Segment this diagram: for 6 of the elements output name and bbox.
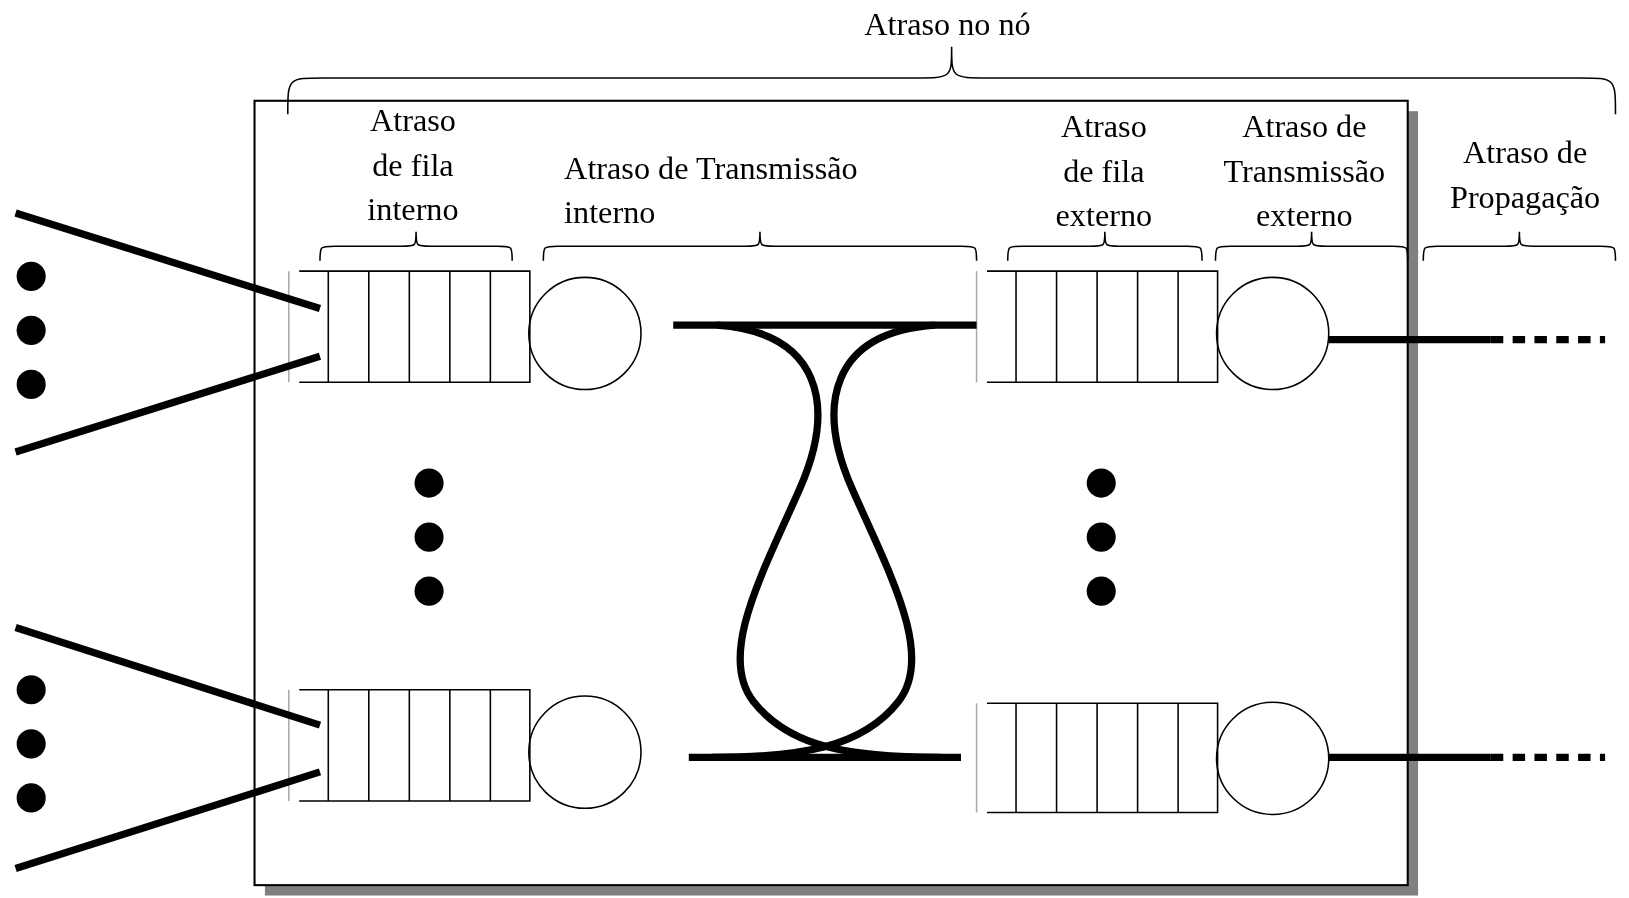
delay-label: Atraso de fila externo xyxy=(1054,107,1154,236)
delay-label: Atraso de Propagação xyxy=(1449,133,1602,218)
delay-label: Atraso de fila interno xyxy=(366,100,460,230)
delay-label: Atraso de Transmissão interno xyxy=(564,148,859,233)
delay-label: Atraso no nó xyxy=(863,5,1032,45)
delay-label: Atraso de Transmissão externo xyxy=(1222,107,1387,236)
